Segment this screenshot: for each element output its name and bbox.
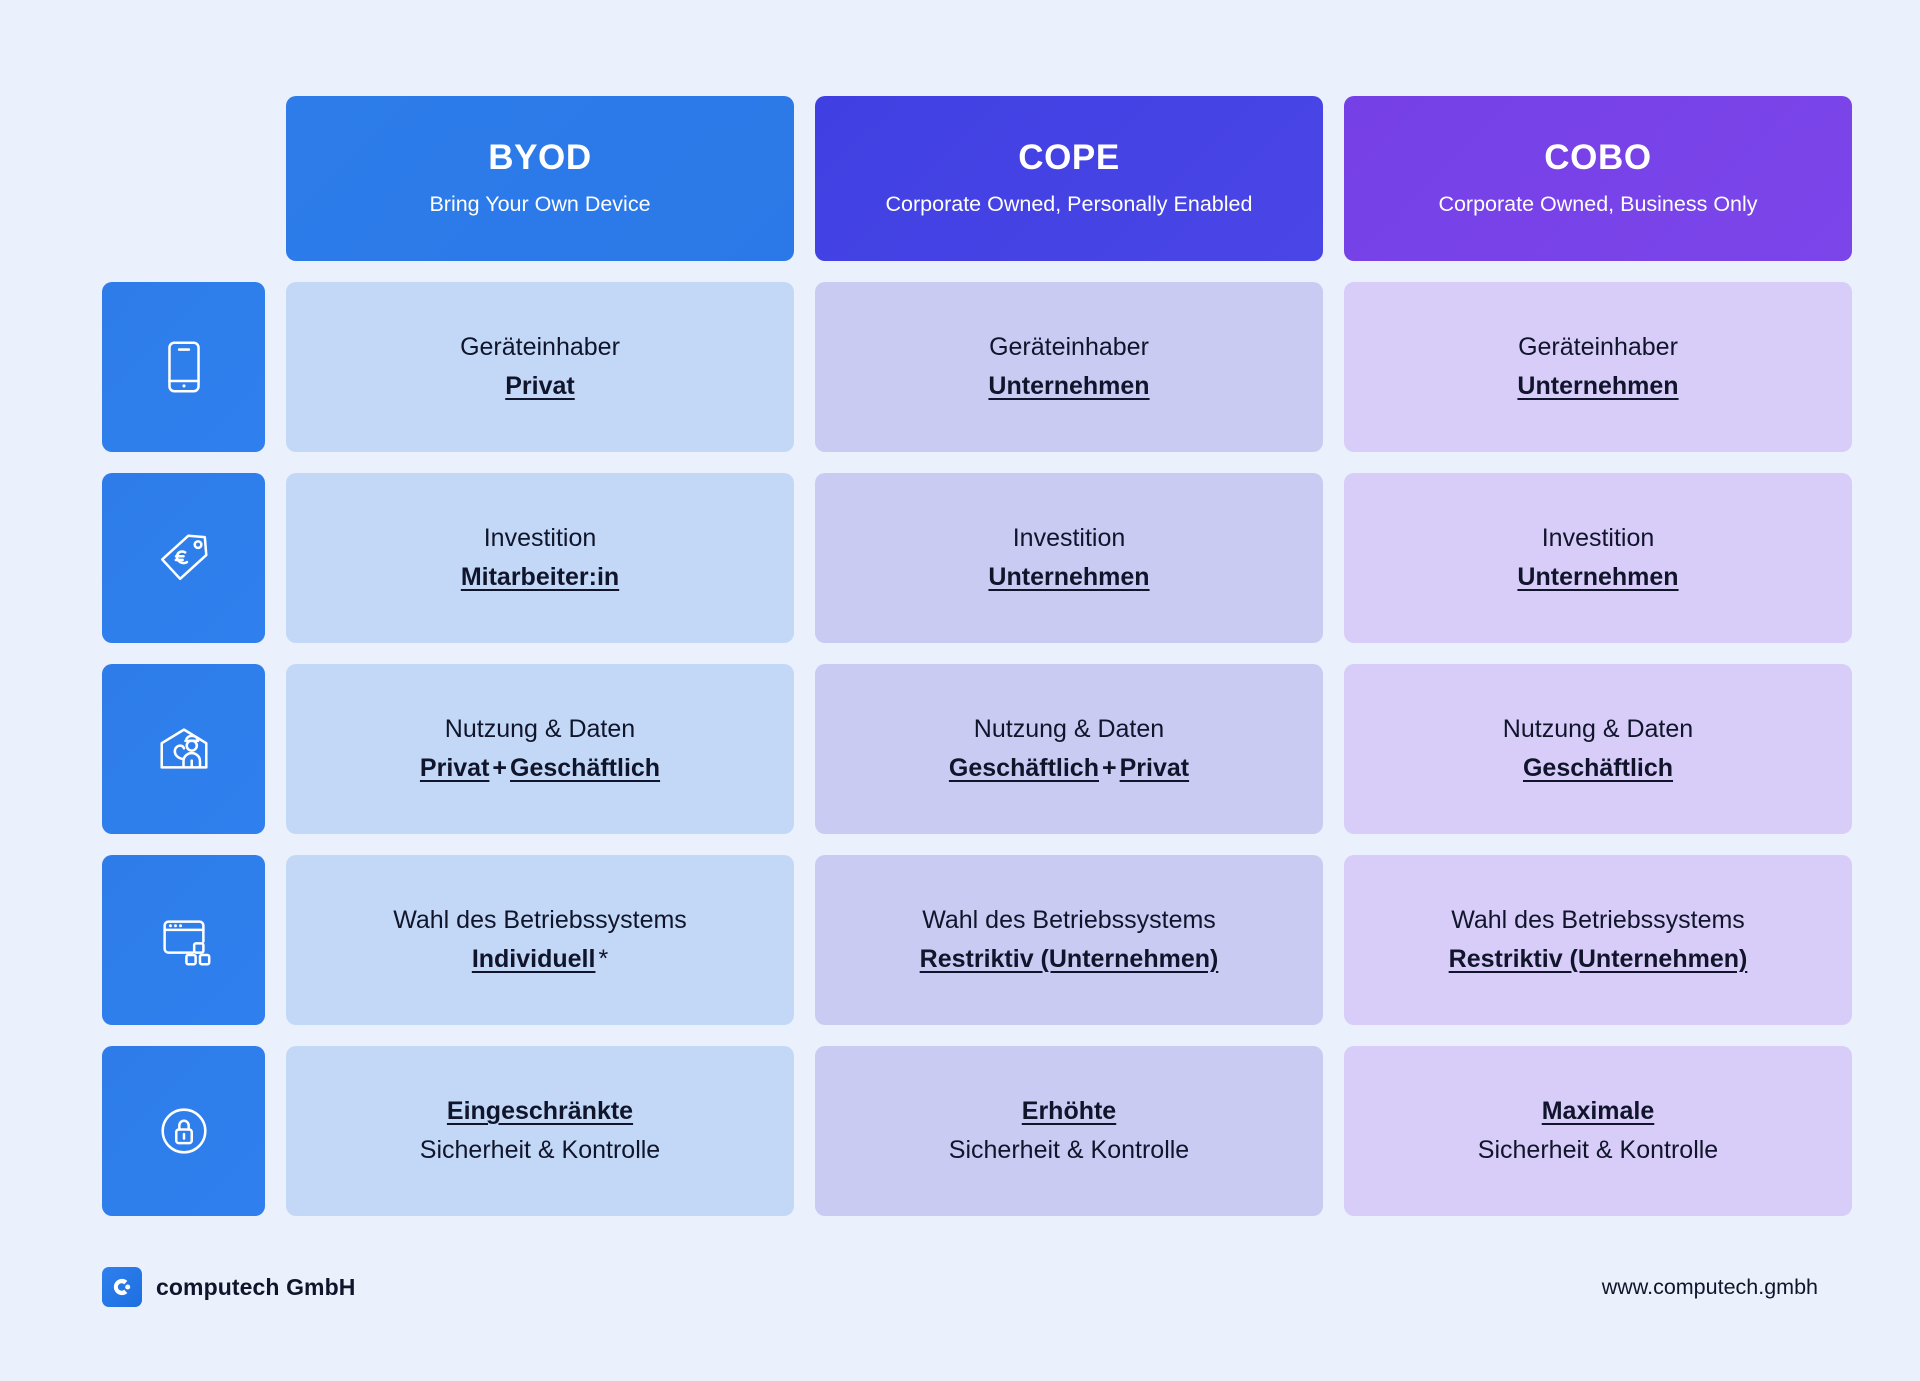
cell-value: Privat	[505, 371, 574, 402]
cell-value-text: Geschäftlich	[948, 753, 1099, 782]
cell-label: Nutzung & Daten	[1502, 715, 1694, 744]
cell-value: Maximale	[1542, 1096, 1655, 1127]
footnote-asterisk: *	[598, 944, 609, 973]
cell-value-text: Individuell	[471, 944, 596, 973]
cell-value: Unternehmen	[1517, 371, 1678, 402]
cell-cobo-device-owner: Geräteinhaber Unternehmen	[1344, 282, 1852, 452]
cell-label: Sicherheit & Kontrolle	[419, 1135, 661, 1164]
site-url: www.computech.gmbh	[1601, 1274, 1818, 1299]
cell-byod-security: Eingeschränkte Sicherheit & Kontrolle	[286, 1046, 794, 1216]
cell-cope-investment: Investition Unternehmen	[815, 473, 1323, 643]
cell-value-text: Privat	[505, 371, 575, 400]
cell-value-connector: +	[492, 753, 508, 782]
cell-byod-usage-data: Nutzung & Daten Privat+Geschäftlich	[286, 664, 794, 834]
brand-lockup: computech GmbH	[102, 1267, 355, 1307]
cell-value-text-2: Privat	[1119, 753, 1190, 782]
cell-value-text: Erhöhte	[1021, 1097, 1117, 1126]
browser-os-blocks-icon	[153, 909, 215, 971]
cell-value: Erhöhte	[1022, 1096, 1116, 1127]
row-icon-tile-os-choice	[102, 855, 265, 1025]
cell-value: Eingeschränkte	[447, 1096, 633, 1127]
cell-cobo-security: Maximale Sicherheit & Kontrolle	[1344, 1046, 1852, 1216]
cell-label: Investition	[483, 524, 597, 553]
cell-value: Mitarbeiter:in	[461, 562, 619, 593]
cell-byod-investment: Investition Mitarbeiter:in	[286, 473, 794, 643]
cell-cope-os-choice: Wahl des Betriebssystems Restriktiv (Unt…	[815, 855, 1323, 1025]
cell-value-text: Unternehmen	[988, 562, 1150, 591]
cell-label: Investition	[1541, 524, 1655, 553]
cell-cope-usage-data: Nutzung & Daten Geschäftlich+Privat	[815, 664, 1323, 834]
cell-value: Unternehmen	[988, 371, 1149, 402]
cell-label: Geräteinhaber	[1518, 333, 1678, 362]
security-guard-house-icon	[153, 718, 215, 780]
column-subtitle-byod: Bring Your Own Device	[429, 191, 651, 216]
cell-label: Nutzung & Daten	[444, 715, 636, 744]
cell-cobo-investment: Investition Unternehmen	[1344, 473, 1852, 643]
cell-label: Geräteinhaber	[989, 333, 1149, 362]
cell-value-text: Unternehmen	[988, 371, 1150, 400]
cell-value: Geschäftlich+Privat	[949, 753, 1189, 784]
cell-label: Geräteinhaber	[460, 333, 620, 362]
row-icon-tile-security	[102, 1046, 265, 1216]
cell-cope-security: Erhöhte Sicherheit & Kontrolle	[815, 1046, 1323, 1216]
comparison-grid: BYOD Bring Your Own Device COPE Corporat…	[102, 96, 1852, 1216]
cell-value: Unternehmen	[1517, 562, 1678, 593]
cell-cobo-usage-data: Nutzung & Daten Geschäftlich	[1344, 664, 1852, 834]
row-icon-tile-device-owner	[102, 282, 265, 452]
column-title-cobo: COBO	[1544, 138, 1652, 178]
cell-value-text: Unternehmen	[1517, 562, 1679, 591]
lock-circle-icon	[153, 1100, 215, 1162]
cell-label: Investition	[1012, 524, 1126, 553]
cell-value-text: Privat	[419, 753, 490, 782]
cell-label: Nutzung & Daten	[973, 715, 1165, 744]
column-subtitle-cope: Corporate Owned, Personally Enabled	[885, 191, 1253, 216]
cell-value-text-2: Geschäftlich	[510, 753, 661, 782]
grid-corner-spacer	[102, 96, 265, 261]
cell-value: Restriktiv (Unternehmen)	[1449, 944, 1748, 975]
column-header-byod: BYOD Bring Your Own Device	[286, 96, 794, 261]
column-header-cope: COPE Corporate Owned, Personally Enabled	[815, 96, 1323, 261]
computech-c-logo-icon	[102, 1267, 142, 1307]
cell-byod-os-choice: Wahl des Betriebssystems Individuell*	[286, 855, 794, 1025]
cell-value-text: Mitarbeiter:in	[460, 562, 620, 591]
cell-label: Wahl des Betriebssystems	[1451, 906, 1745, 935]
cell-byod-device-owner: Geräteinhaber Privat	[286, 282, 794, 452]
cell-value: Individuell*	[472, 944, 608, 975]
cell-label: Sicherheit & Kontrolle	[948, 1135, 1190, 1164]
cell-value-text: Eingeschränkte	[446, 1097, 634, 1126]
cell-value-text: Restriktiv (Unternehmen)	[919, 944, 1219, 973]
smartphone-icon	[153, 336, 215, 398]
cell-cope-device-owner: Geräteinhaber Unternehmen	[815, 282, 1323, 452]
column-subtitle-cobo: Corporate Owned, Business Only	[1438, 191, 1758, 216]
cell-value: Unternehmen	[988, 562, 1149, 593]
column-header-cobo: COBO Corporate Owned, Business Only	[1344, 96, 1852, 261]
page-footer: computech GmbH www.computech.gmbh	[102, 1265, 1818, 1309]
cell-label: Sicherheit & Kontrolle	[1477, 1135, 1719, 1164]
cell-value: Privat+Geschäftlich	[420, 753, 660, 784]
cell-value: Geschäftlich	[1523, 753, 1673, 784]
price-tag-euro-icon	[153, 527, 215, 589]
row-icon-tile-investment	[102, 473, 265, 643]
cell-value-text: Maximale	[1541, 1097, 1655, 1126]
cell-label: Wahl des Betriebssystems	[393, 906, 687, 935]
brand-name: computech GmbH	[156, 1273, 356, 1300]
column-title-byod: BYOD	[488, 138, 592, 178]
cell-value-text: Unternehmen	[1517, 371, 1679, 400]
cell-value: Restriktiv (Unternehmen)	[920, 944, 1219, 975]
cell-cobo-os-choice: Wahl des Betriebssystems Restriktiv (Unt…	[1344, 855, 1852, 1025]
cell-value-text: Geschäftlich	[1522, 753, 1674, 782]
cell-value-text: Restriktiv (Unternehmen)	[1448, 944, 1748, 973]
cell-label: Wahl des Betriebssystems	[922, 906, 1216, 935]
row-icon-tile-usage-data	[102, 664, 265, 834]
column-title-cope: COPE	[1018, 138, 1120, 178]
cell-value-connector: +	[1101, 753, 1117, 782]
